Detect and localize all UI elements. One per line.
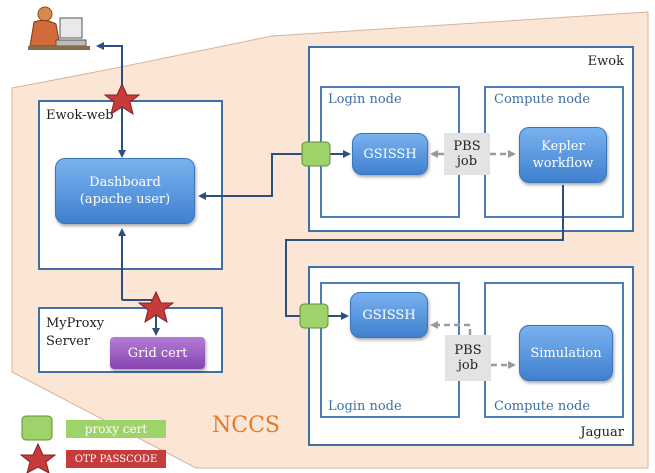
ewok-pbs-line1: PBS — [453, 139, 481, 154]
nccs-label: NCCS — [212, 413, 280, 438]
jaguar-pbs-job: PBS job — [445, 335, 491, 381]
jaguar-pbs-line2: job — [457, 358, 479, 373]
grid-cert-label: Grid cert — [127, 345, 188, 361]
jaguar-gsissh-label: GSISSH — [362, 307, 416, 323]
dashboard-node: Dashboard (apache user) — [55, 158, 195, 224]
dashboard-label-line1: Dashboard — [89, 175, 161, 190]
legend-proxy-cert-label: proxy cert — [84, 422, 148, 436]
jaguar-compute-node-label: Compute node — [494, 399, 591, 414]
myproxy-title-line1: MyProxy — [46, 316, 105, 331]
ewok-compute-node-label: Compute node — [494, 92, 591, 107]
proxy-cert-icon — [301, 141, 331, 167]
legend-otp-star-icon — [19, 442, 166, 473]
ewok-gsissh-label: GSISSH — [363, 146, 417, 162]
simulation-label: Simulation — [530, 345, 602, 361]
myproxy-title: MyProxy Server — [46, 315, 104, 351]
myproxy-title-line2: Server — [46, 334, 91, 349]
otp-star-icon — [137, 290, 175, 324]
kepler-workflow-node: Kepler workflow — [519, 127, 607, 183]
grid-cert-node: Grid cert — [110, 337, 205, 369]
jaguar-title: Jaguar — [580, 425, 624, 440]
user-at-computer-icon — [28, 6, 90, 56]
jaguar-gsissh-node: GSISSH — [350, 292, 428, 338]
ewok-gsissh-node: GSISSH — [352, 133, 428, 175]
ewok-web-title: Ewok-web — [46, 108, 114, 123]
jaguar-pbs-line1: PBS — [454, 343, 482, 358]
simulation-node: Simulation — [519, 325, 613, 381]
ewok-pbs-job: PBS job — [444, 133, 490, 175]
legend-otp-passcode-label: OTP PASSCODE — [74, 453, 158, 465]
ewok-pbs-line2: job — [456, 154, 478, 169]
legend-proxy-cert-icon — [21, 415, 166, 441]
ewok-title: Ewok — [587, 54, 624, 69]
ewok-login-node-label: Login node — [328, 92, 402, 107]
kepler-label-line1: Kepler — [541, 139, 585, 154]
jaguar-login-node-label: Login node — [328, 399, 402, 414]
proxy-cert-icon — [299, 303, 329, 329]
otp-star-icon — [103, 82, 141, 116]
dashboard-label-line2: (apache user) — [79, 192, 171, 207]
kepler-label-line2: workflow — [532, 156, 594, 171]
